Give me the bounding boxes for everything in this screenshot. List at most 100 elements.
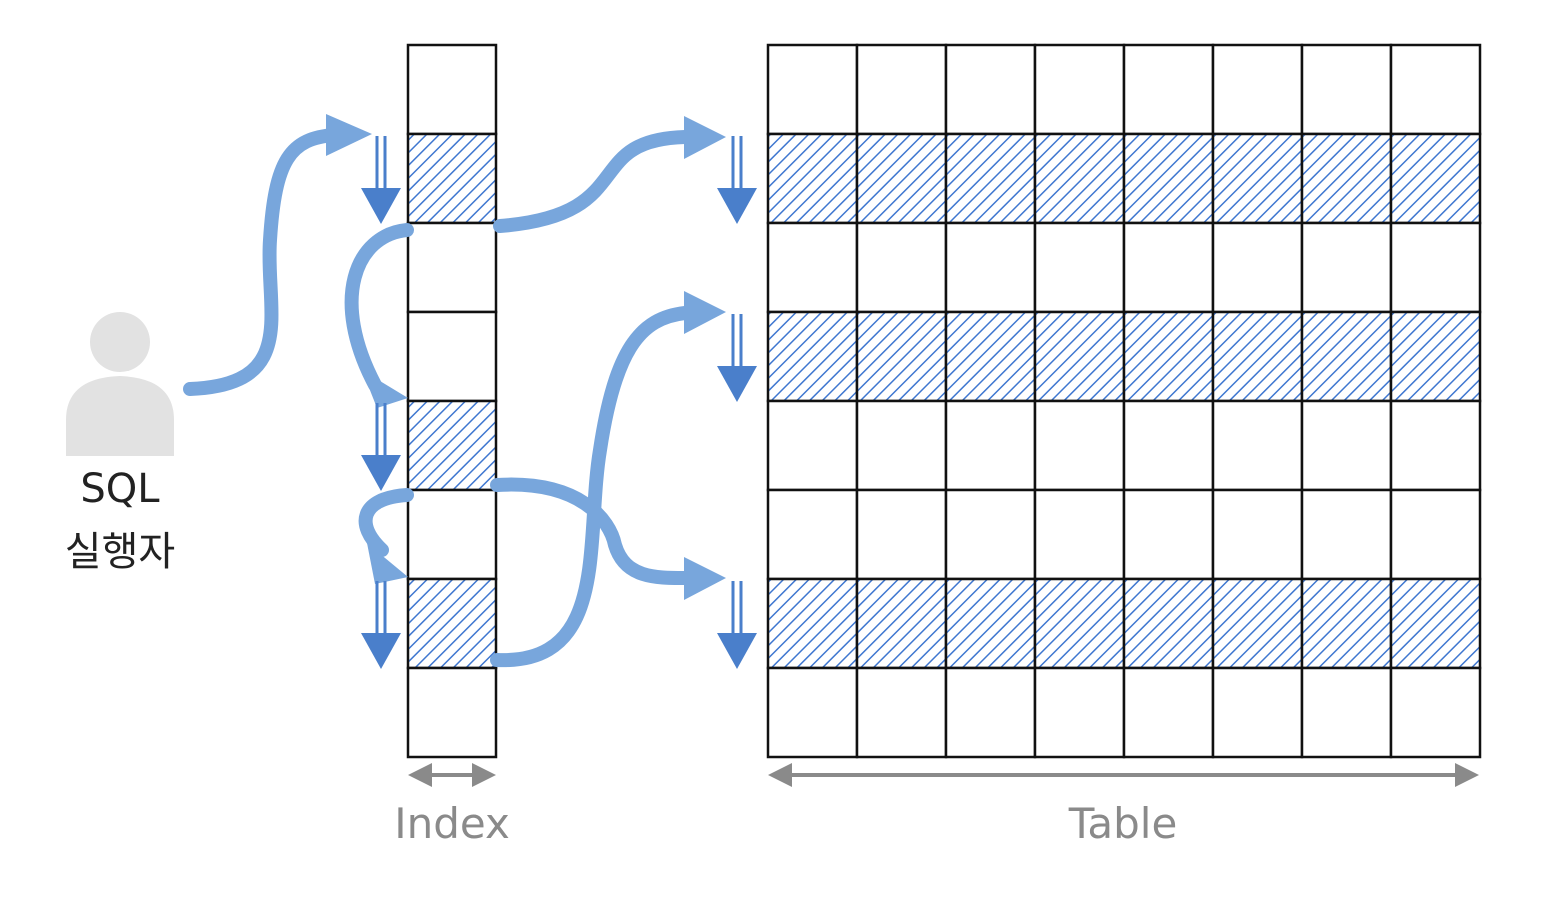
table-cell bbox=[1122, 488, 1215, 581]
table-cell-accessed bbox=[1033, 310, 1126, 403]
index-cell bbox=[406, 221, 498, 314]
table-cell bbox=[1300, 221, 1393, 314]
table-cell bbox=[1211, 43, 1304, 136]
table-cell bbox=[944, 399, 1037, 492]
table-cell bbox=[1211, 221, 1304, 314]
table-cell bbox=[1389, 666, 1482, 759]
table-cell bbox=[1033, 488, 1126, 581]
table-cell bbox=[1033, 43, 1126, 136]
flow-arrow-index-row4-to-row6 bbox=[358, 488, 414, 557]
table-cell-accessed bbox=[766, 577, 859, 670]
table-cell bbox=[944, 43, 1037, 136]
flow-arrowhead bbox=[684, 557, 726, 600]
table-cell-accessed bbox=[944, 577, 1037, 670]
scan-down-arrow bbox=[717, 136, 757, 224]
scan-down-arrow bbox=[717, 314, 757, 402]
table-cell bbox=[1389, 43, 1482, 136]
index-cell-matched bbox=[406, 399, 498, 492]
scan-arrow-head bbox=[361, 188, 401, 224]
table-cell-accessed bbox=[855, 132, 948, 225]
table-cell-accessed bbox=[1033, 577, 1126, 670]
table-cell bbox=[855, 43, 948, 136]
table-cell bbox=[855, 399, 948, 492]
scan-arrow-head bbox=[361, 455, 401, 491]
flow-arrow-actor-to-index bbox=[183, 128, 342, 396]
table-grid bbox=[766, 43, 1482, 759]
table-cell bbox=[766, 43, 859, 136]
table-cell bbox=[855, 488, 948, 581]
table-cell-accessed bbox=[1122, 577, 1215, 670]
table-cell bbox=[1300, 399, 1393, 492]
flow-arrow-index-row4-to-table-row6 bbox=[490, 477, 692, 585]
flow-arrowheads bbox=[326, 114, 726, 600]
scan-down-arrow bbox=[717, 581, 757, 669]
table-cell bbox=[1211, 488, 1304, 581]
table-cell bbox=[1300, 488, 1393, 581]
table-cell bbox=[766, 488, 859, 581]
table-cell bbox=[944, 666, 1037, 759]
table-cell-accessed bbox=[1300, 577, 1393, 670]
actor-label-line1: SQL bbox=[80, 466, 160, 512]
table-cell-accessed bbox=[1211, 132, 1304, 225]
scan-down-arrow bbox=[361, 403, 401, 491]
table-cell bbox=[855, 221, 948, 314]
table-cell bbox=[1033, 666, 1126, 759]
table-cell-accessed bbox=[944, 310, 1037, 403]
table-cell-accessed bbox=[944, 132, 1037, 225]
person-icon bbox=[66, 312, 174, 456]
table-cell bbox=[1300, 666, 1393, 759]
table-cell bbox=[1211, 399, 1304, 492]
table-cell bbox=[1211, 666, 1304, 759]
table-cell bbox=[944, 488, 1037, 581]
table-cell bbox=[1033, 399, 1126, 492]
table-cell bbox=[1389, 399, 1482, 492]
table-cell-accessed bbox=[1211, 577, 1304, 670]
table-cell bbox=[1122, 666, 1215, 759]
table-cell bbox=[944, 221, 1037, 314]
table-cell bbox=[766, 221, 859, 314]
flow-arrowhead bbox=[684, 291, 726, 334]
table-cell-accessed bbox=[855, 310, 948, 403]
table-cell-accessed bbox=[1389, 310, 1482, 403]
scan-arrow-head bbox=[361, 633, 401, 669]
table-cell bbox=[1389, 488, 1482, 581]
flow-arrowhead bbox=[326, 114, 372, 156]
table-cell-accessed bbox=[1211, 310, 1304, 403]
flow-arrow-index-to-table-row1 bbox=[493, 130, 692, 233]
table-cell-accessed bbox=[1300, 310, 1393, 403]
access-flow-arrows bbox=[183, 128, 692, 668]
flow-arrow-index-row6-to-table-row3 bbox=[490, 306, 692, 668]
scan-arrow-head bbox=[717, 633, 757, 669]
index-cell bbox=[406, 666, 498, 759]
table-cell bbox=[766, 399, 859, 492]
table-label: Table bbox=[1068, 799, 1178, 848]
table-cell bbox=[1122, 399, 1215, 492]
index-cell bbox=[406, 310, 498, 403]
flow-arrowhead bbox=[684, 116, 726, 159]
table-cell-accessed bbox=[1300, 132, 1393, 225]
table-cell-accessed bbox=[1122, 132, 1215, 225]
scan-arrow-head bbox=[717, 188, 757, 224]
index-cell bbox=[406, 43, 498, 136]
index-cell bbox=[406, 488, 498, 581]
table-cell-accessed bbox=[855, 577, 948, 670]
index-column bbox=[406, 43, 498, 759]
scan-down-arrow bbox=[361, 581, 401, 669]
table-cell bbox=[1033, 221, 1126, 314]
index-cell-matched bbox=[406, 577, 498, 670]
scan-down-arrow bbox=[361, 136, 401, 224]
table-cell bbox=[1122, 221, 1215, 314]
table-cell bbox=[766, 666, 859, 759]
index-label: Index bbox=[394, 799, 510, 848]
table-cell bbox=[1122, 43, 1215, 136]
flow-arrowhead bbox=[362, 370, 408, 408]
table-cell-accessed bbox=[1389, 132, 1482, 225]
table-cell-accessed bbox=[1389, 577, 1482, 670]
scan-arrow-head bbox=[717, 366, 757, 402]
table-cell-accessed bbox=[766, 132, 859, 225]
flow-arrowhead bbox=[367, 543, 408, 584]
table-cell-accessed bbox=[1122, 310, 1215, 403]
scan-arrows bbox=[361, 136, 757, 669]
table-cell-accessed bbox=[1033, 132, 1126, 225]
actor-label-line2: 실행자 bbox=[65, 529, 175, 575]
